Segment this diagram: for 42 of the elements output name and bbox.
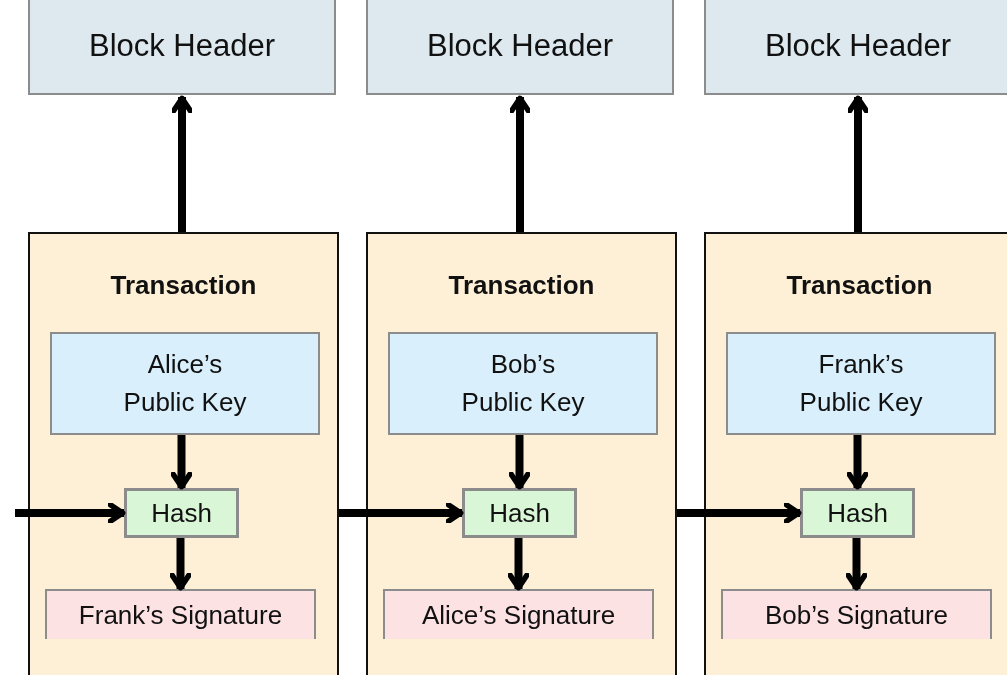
public-key-box bbox=[388, 332, 658, 435]
box-label: Hash bbox=[151, 497, 212, 529]
signature-box bbox=[383, 589, 654, 639]
arrow bbox=[170, 435, 193, 490]
arrow bbox=[677, 502, 802, 524]
public-key-box bbox=[726, 332, 996, 435]
arrow bbox=[508, 435, 531, 490]
arrow bbox=[507, 538, 530, 591]
block-header-box bbox=[704, 0, 1007, 95]
box-label: Block Header bbox=[426, 27, 614, 64]
box-label: Bob’s Public Key bbox=[460, 347, 586, 419]
box-label: Frank’s Signature bbox=[78, 599, 283, 631]
arrow bbox=[15, 502, 126, 524]
box-label: Hash bbox=[489, 497, 550, 529]
signature-box bbox=[721, 589, 992, 639]
transaction-box bbox=[366, 232, 677, 675]
hash-box bbox=[124, 488, 239, 538]
box-label: Block Header bbox=[88, 27, 276, 64]
box-label: Frank’s Public Key bbox=[798, 347, 924, 419]
arrow bbox=[169, 538, 192, 591]
arrow bbox=[171, 95, 193, 232]
signature-box bbox=[45, 589, 316, 639]
hash-box bbox=[800, 488, 915, 538]
box-label: Hash bbox=[827, 497, 888, 529]
public-key-box bbox=[50, 332, 320, 435]
box-heading: Transaction bbox=[786, 270, 933, 301]
box-heading: Transaction bbox=[110, 270, 257, 301]
arrow bbox=[847, 95, 869, 232]
arrow bbox=[845, 538, 868, 591]
hash-box bbox=[462, 488, 577, 538]
arrow bbox=[509, 95, 531, 232]
box-label: Block Header bbox=[764, 27, 952, 64]
transaction-box bbox=[28, 232, 339, 675]
block-header-box bbox=[28, 0, 336, 95]
block-header-box bbox=[366, 0, 674, 95]
box-label: Bob’s Signature bbox=[764, 599, 949, 631]
transaction-box bbox=[704, 232, 1007, 675]
box-label: Alice’s Signature bbox=[421, 599, 616, 631]
box-label: Alice’s Public Key bbox=[122, 347, 248, 419]
arrow bbox=[846, 435, 869, 490]
box-heading: Transaction bbox=[448, 270, 595, 301]
arrow bbox=[339, 502, 464, 524]
